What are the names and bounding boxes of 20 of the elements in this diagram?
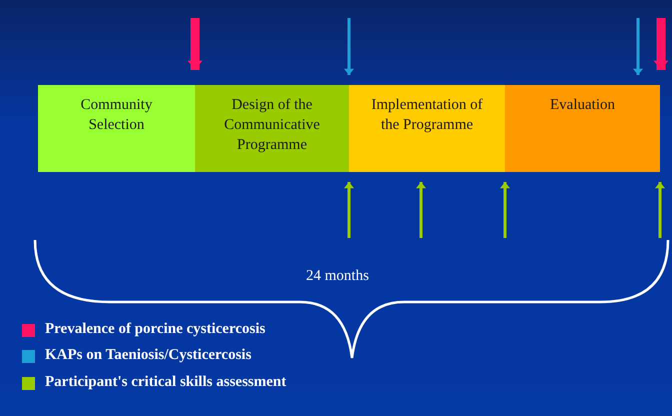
legend-text: KAPs on Taeniosis/Cysticercosis xyxy=(45,347,252,364)
legend-text: Prevalence of porcine cysticercosis xyxy=(45,321,266,338)
arrow xyxy=(655,182,665,238)
arrow xyxy=(500,182,510,238)
stage-label: Design of the Communicative Programme xyxy=(223,96,321,155)
stage-box xyxy=(38,85,195,172)
stage-box xyxy=(349,85,505,172)
arrow xyxy=(416,182,426,238)
stage-box xyxy=(505,85,660,172)
arrow xyxy=(344,182,354,238)
arrow xyxy=(654,18,668,70)
stage-label: Community Selection xyxy=(80,96,154,135)
stage-label: Implementation of the Programme xyxy=(370,96,484,135)
arrow xyxy=(344,18,354,75)
duration-label: 24 months xyxy=(306,268,369,285)
arrow xyxy=(633,18,643,75)
stage-box xyxy=(195,85,349,172)
stage-label: Evaluation xyxy=(549,96,616,115)
legend-text: Participant's critical skills assessment xyxy=(45,374,286,391)
arrow xyxy=(188,18,202,70)
